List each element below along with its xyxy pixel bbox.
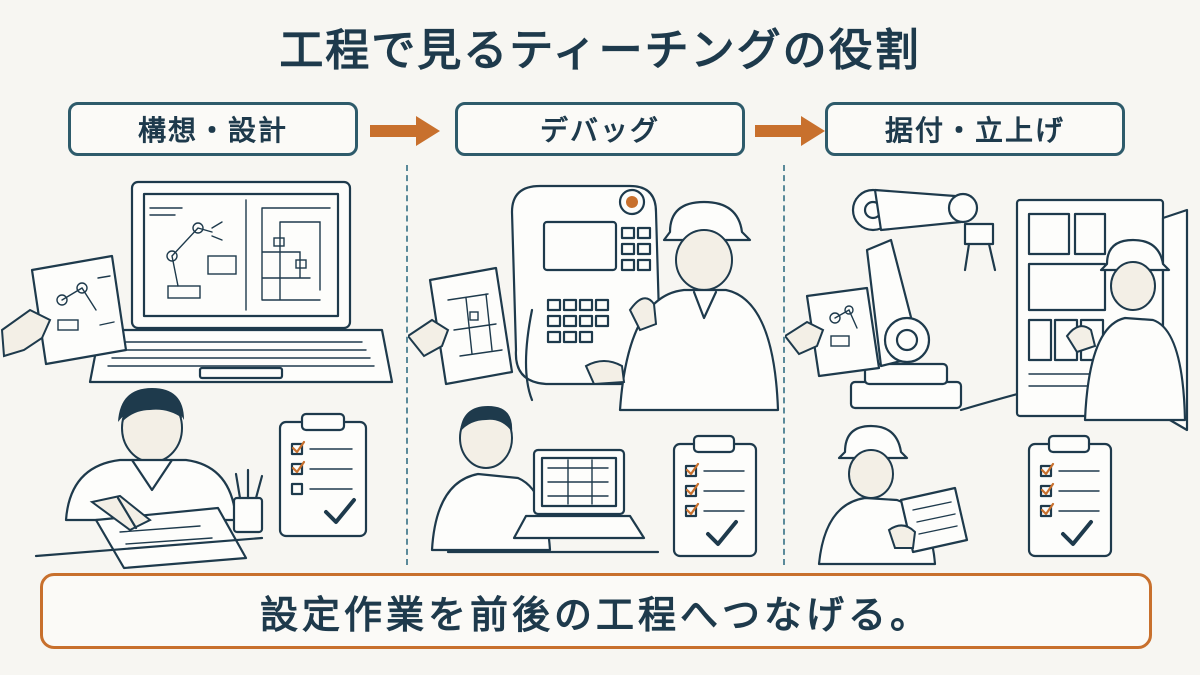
worker-hardhat-icon: [584, 200, 780, 412]
summary-banner: 設定作業を前後の工程へつなげる。: [40, 573, 1152, 649]
checklist-clipboard-icon: [278, 412, 368, 538]
engineer-drawing-icon: [34, 388, 264, 570]
arrow-right-icon: [370, 116, 440, 146]
laptop-icon: [88, 180, 394, 384]
person-laptop-icon: [430, 406, 660, 554]
debug-stage-illustration: [408, 184, 780, 558]
circuit-paper-icon: [408, 266, 514, 386]
checklist-clipboard-icon: [672, 434, 758, 558]
robot-drawing-paper-icon: [785, 286, 881, 378]
installation-stage-illustration: [785, 188, 1189, 566]
stage-box-design: 構想・設計: [68, 102, 358, 156]
design-stage-illustration: [0, 180, 394, 570]
arrow-right-icon: [755, 116, 825, 146]
blueprint-paper-icon: [0, 254, 128, 366]
industrial-robot-icon: [849, 188, 1027, 412]
page-title: 工程で見るティーチングの役割: [279, 25, 921, 76]
stage-box-debug: デバッグ: [455, 102, 745, 156]
worker-hardhat-icon: [1065, 238, 1187, 422]
inspector-clipboard-icon: [817, 424, 969, 566]
pencil-cup-icon: [232, 468, 264, 534]
column-divider: [406, 165, 408, 565]
checklist-clipboard-icon: [1027, 434, 1113, 558]
teach-pendant-icon: [510, 184, 662, 402]
stage-box-installation: 据付・立上げ: [825, 102, 1125, 156]
column-divider: [783, 165, 785, 565]
